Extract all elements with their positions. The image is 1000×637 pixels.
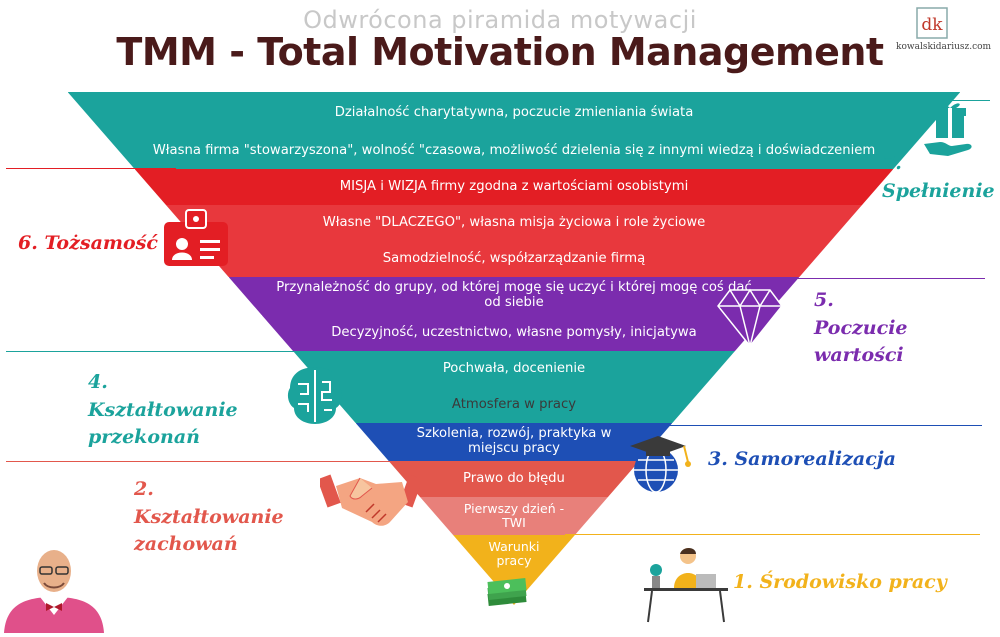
divider-l6-top	[6, 168, 176, 169]
logo-mark-icon: dk	[915, 6, 949, 40]
level-1-text: 1. Środowisko pracy	[733, 571, 947, 593]
author-photo	[0, 533, 108, 633]
level-7-text: 7. Spełnienie	[882, 152, 995, 202]
level-6-label: 6. Tożsamość	[18, 230, 168, 258]
level-5-label: 5. Poczucie wartości	[814, 287, 924, 370]
level-7-label: 7. Spełnienie	[882, 150, 995, 205]
level-4-text: 4. Kształtowanie przekonań	[88, 371, 238, 449]
pyramid-layer: Własne "DLACZEGO", własna misja życiowa …	[165, 205, 863, 242]
level-3-text: 3. Samorealizacja	[708, 448, 896, 470]
site-logo: dk kowalskidariusz.com	[896, 6, 992, 52]
level-3-label: 3. Samorealizacja	[708, 446, 908, 474]
handshake-icon	[317, 468, 423, 536]
brain-icon	[284, 364, 346, 434]
pyramid-layer: Pierwszy dzień - TWI	[420, 497, 608, 535]
pyramid-layer: MISJA i WIZJA firmy zgodna z wartościami…	[134, 169, 894, 205]
svg-text:dk: dk	[921, 15, 943, 35]
pyramid-layer: Prawo do błędu	[388, 461, 639, 497]
divider-l5	[735, 278, 985, 279]
pyramid-layer: Pochwała, docenienie	[293, 351, 735, 387]
graduation-globe-icon	[628, 432, 698, 502]
gift-hand-icon	[922, 100, 978, 164]
diamond-icon	[716, 286, 784, 354]
pyramid-layer: Przynależność do grupy, od której mogę s…	[228, 277, 800, 315]
divider-l4	[6, 351, 336, 352]
pyramid-layer: Szkolenia, rozwój, praktyka w miejscu pr…	[355, 423, 673, 461]
pyramid-layer: Samodzielność, współzarządzanie firmą	[198, 242, 830, 277]
level-5-text: 5. Poczucie wartości	[814, 289, 908, 367]
pyramid-layer: Warunki pracy	[453, 535, 575, 572]
level-4-label: 4. Kształtowanie przekonań	[88, 369, 263, 452]
divider-l7	[880, 100, 990, 101]
pyramid-layer: Własna firma "stowarzyszona", wolność "c…	[104, 134, 924, 169]
divider-l1	[565, 534, 980, 535]
level-1-label: 1. Środowisko pracy	[733, 569, 953, 597]
level-6-text: 6. Tożsamość	[18, 232, 158, 254]
diagram-subtitle: Odwrócona piramida motywacji	[303, 6, 697, 34]
money-stack-icon	[484, 578, 530, 612]
logo-text: kowalskidariusz.com	[896, 42, 992, 52]
divider-l3	[627, 425, 982, 426]
divider-l2	[6, 461, 406, 462]
id-badge-icon	[160, 208, 232, 274]
pyramid-layer: Działalność charytatywna, poczucie zmien…	[67, 92, 961, 134]
diagram-title: TMM - Total Motivation Management	[116, 30, 884, 74]
office-desk-icon	[640, 544, 732, 628]
pyramid-layer: Decyzyjność, uczestnictwo, własne pomysł…	[261, 315, 766, 351]
level-2-label: 2. Kształtowanie zachowań	[134, 476, 309, 559]
pyramid-layer: Atmosfera w pracy	[324, 387, 704, 423]
level-2-text: 2. Kształtowanie zachowań	[134, 478, 284, 556]
